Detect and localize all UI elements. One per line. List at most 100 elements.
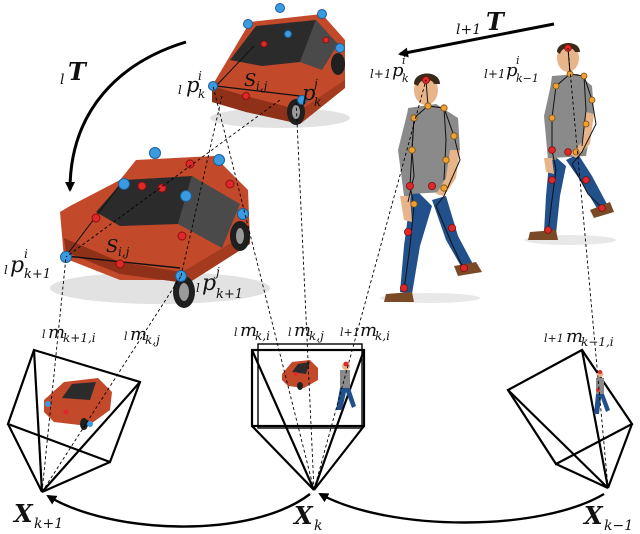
keypoint-blue [180,190,192,202]
walking-person-back [524,43,616,245]
label-m-l1-k-1-i: l+1 m k−1,i [544,326,614,349]
lower-car-keypoints [60,147,249,282]
svg-text:i,j: i,j [118,245,130,259]
upper-car [210,14,350,128]
label-lower-p-i: l p i k+1 [4,247,51,282]
svg-text:k,j: k,j [309,329,324,343]
svg-text:p: p [392,60,404,81]
left-frustum-car [44,378,112,430]
svg-text:l: l [178,83,182,97]
svg-text:i: i [198,69,202,83]
svg-text:j: j [213,265,220,279]
projection-rays [41,47,609,493]
keypoint-blue [297,95,307,105]
svg-text:S: S [244,70,256,91]
svg-text:X: X [292,501,314,530]
svg-text:k,i: k,i [375,329,390,343]
svg-text:k: k [402,72,409,85]
svg-text:m: m [566,326,583,347]
keypoint-blue [175,270,187,282]
svg-text:p: p [302,81,315,105]
keypoint-red [177,231,187,241]
svg-text:l: l [60,72,64,88]
svg-text:l: l [124,330,128,343]
svg-text:l+1: l+1 [370,67,392,81]
keypoint-blue [237,208,249,220]
keypoint-red [91,213,101,223]
label-camera-left: X k+1 [12,499,63,532]
keypoint-blue [275,3,285,13]
keypoint-red [137,181,147,191]
keypoint-red [225,179,235,189]
svg-text:k−1: k−1 [516,72,539,85]
label-camera-right: X k−1 [582,501,633,534]
label-upper-s: S i,j [244,70,268,93]
svg-text:k: k [314,95,321,109]
keypoint-red [115,259,125,269]
human-transform-label: T [486,7,506,36]
svg-text:k−1: k−1 [604,518,633,534]
svg-text:l: l [288,326,292,339]
keypoint-blue [118,178,130,190]
svg-text:k,i: k,i [255,329,270,343]
label-lower-p-j: l p j k+1 [196,265,243,302]
camera-frustum-right [506,348,634,489]
svg-text:l: l [196,281,200,295]
camera-motion-arrow-left [46,493,311,528]
camera-frustum-center [250,343,366,491]
upper-car-keypoints [208,3,345,105]
svg-text:l: l [42,328,46,341]
svg-text:k: k [198,87,205,101]
label-human-back-p: l+1 p i k−1 [484,54,539,85]
front-person-keypoints [399,76,468,292]
svg-text:l: l [4,263,8,277]
right-frustum-person [594,370,610,414]
keypoint-blue [243,19,253,29]
keypoint-red [322,36,330,44]
label-m-k-j-center: l m k,j [288,320,324,343]
svg-text:p: p [202,271,216,296]
svg-text:S: S [106,236,118,257]
label-m-l1-k-i: l+1 m k,i [340,320,390,343]
svg-text:k+1: k+1 [216,287,243,302]
svg-text:i,j: i,j [256,79,268,93]
svg-text:l+1: l+1 [484,67,506,81]
keypoint-red [185,159,195,169]
back-person-keypoints [544,44,606,234]
svg-text:p: p [506,60,518,81]
svg-text:m: m [130,324,147,345]
svg-text:k: k [314,518,322,534]
svg-text:j: j [311,77,318,91]
svg-text:X: X [12,499,34,528]
svg-text:T: T [68,57,88,86]
keypoint-blue [208,81,218,91]
svg-text:k+1: k+1 [34,516,63,532]
keypoint-blue [213,154,225,166]
svg-text:l+1: l+1 [456,22,481,38]
svg-text:k+1: k+1 [24,267,51,282]
car-transform-pre: l [60,72,64,88]
svg-text:m: m [360,320,377,341]
walking-person-front [380,73,482,303]
svg-text:X: X [582,501,604,530]
svg-text:l: l [234,326,238,339]
label-upper-p-i: l p i k [178,69,205,101]
svg-text:m: m [48,322,65,343]
label-lower-s: S i,j [106,236,130,259]
svg-text:i: i [402,54,406,67]
svg-text:m: m [294,320,311,341]
car-transform-label: T [68,57,88,86]
human-motion-arrow [398,22,555,58]
label-m-k1-i: l m k+1,i [42,322,96,345]
car-motion-arrow [65,40,187,192]
label-m-k-i: l m k,i [234,320,270,343]
svg-text:i: i [24,247,28,261]
center-frustum-person [336,361,356,410]
svg-text:p: p [10,253,24,278]
svg-text:m: m [240,320,257,341]
label-camera-center: X k [292,501,322,534]
svg-text:l+1: l+1 [340,326,360,339]
keypoint-red [242,92,250,100]
